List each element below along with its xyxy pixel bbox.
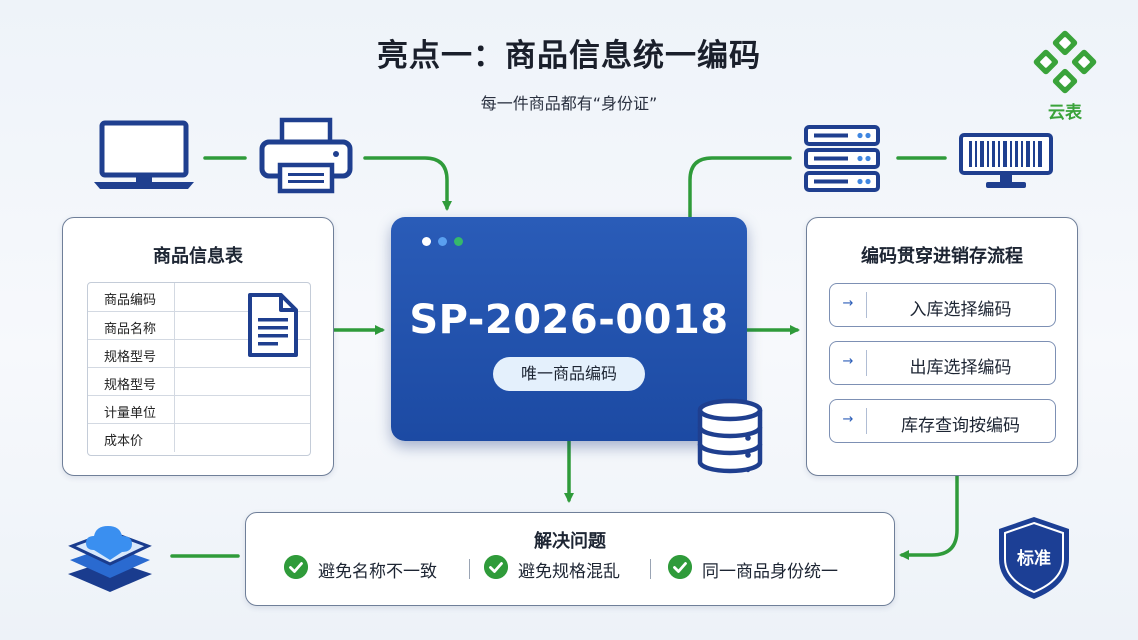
solution-item-label: 避免规格混乱 <box>518 562 620 582</box>
line-flow-solution <box>899 472 959 560</box>
code-pill: 唯一商品编码 <box>493 357 645 391</box>
page-subtitle: 每一件商品都有“身份证” <box>480 94 658 113</box>
unique-code-card: SP-2026-0018 唯一商品编码 <box>391 217 747 441</box>
table-row-label: 商品名称 <box>104 322 157 337</box>
database-icon <box>697 398 763 474</box>
standard-badge: 标准 <box>996 515 1072 601</box>
server-rack-icon <box>804 125 880 192</box>
process-flow-card: 编码贯穿进销存流程 → 入库选择编码 → 出库选择编码 → 库存查询按编码 <box>806 217 1078 476</box>
flow-item-label: 库存查询按编码 <box>901 416 1020 436</box>
flow-item-inventory: → 库存查询按编码 <box>829 399 1056 443</box>
flow-item-inbound: → 入库选择编码 <box>829 283 1056 327</box>
product-code: SP-2026-0018 <box>409 297 729 343</box>
line-code-server <box>688 156 792 219</box>
flow-card-title: 编码贯穿进销存流程 <box>861 246 1023 267</box>
printer-icon <box>259 117 353 194</box>
flow-item-label: 入库选择编码 <box>909 300 1012 320</box>
arrow-right-icon: → <box>842 412 854 427</box>
table-row: 规格型号 <box>88 367 310 396</box>
badge-label: 标准 <box>1017 549 1051 569</box>
info-card-title: 商品信息表 <box>153 246 243 267</box>
solution-item-label: 同一商品身份统一 <box>702 562 838 582</box>
table-row: 商品名称 <box>88 311 310 340</box>
solution-separator <box>469 559 470 579</box>
document-icon <box>248 293 298 357</box>
solution-title: 解决问题 <box>534 531 606 552</box>
arrow-right-icon: → <box>842 296 854 311</box>
logo-text: 云表 <box>1048 103 1082 123</box>
window-dot <box>438 237 447 246</box>
solution-separator <box>650 559 651 579</box>
table-row-label: 规格型号 <box>104 378 157 393</box>
diamond-grid-logo-icon <box>1033 30 1097 94</box>
table-row: 计量单位 <box>88 395 310 424</box>
check-circle-icon <box>484 555 508 579</box>
check-circle-icon <box>284 555 308 579</box>
info-table: 商品编码 商品名称 规格型号 规格型号 计量单位 成本价 <box>87 282 311 456</box>
solution-card: 解决问题 避免名称不一致 避免规格混乱 同一商品身份统一 <box>245 512 895 606</box>
product-info-card: 商品信息表 商品编码 商品名称 规格型号 规格型号 计量单位 成本价 <box>62 217 334 476</box>
barcode-scanner-icon <box>959 133 1053 188</box>
page-title: 亮点一：商品信息统一编码 <box>377 38 761 74</box>
shield-icon <box>999 517 1069 599</box>
brand-logo: 云表 <box>1028 28 1102 124</box>
cloud-layers-icon <box>68 526 152 592</box>
table-row: 规格型号 <box>88 339 310 368</box>
table-row-label: 商品编码 <box>104 293 157 308</box>
window-dot <box>422 237 431 246</box>
table-row-label: 计量单位 <box>104 406 157 421</box>
table-row: 商品编码 <box>88 283 310 311</box>
window-dot <box>454 237 463 246</box>
line-printer-code <box>363 156 452 211</box>
monitor-icon <box>94 120 194 189</box>
check-circle-icon <box>668 555 692 579</box>
arrow-right-icon: → <box>842 354 854 369</box>
solution-item-label: 避免名称不一致 <box>318 562 437 582</box>
table-row-label: 成本价 <box>104 434 144 449</box>
table-row-label: 规格型号 <box>104 350 157 365</box>
flow-item-label: 出库选择编码 <box>909 358 1012 378</box>
table-row: 成本价 <box>88 423 310 452</box>
flow-item-outbound: → 出库选择编码 <box>829 341 1056 385</box>
